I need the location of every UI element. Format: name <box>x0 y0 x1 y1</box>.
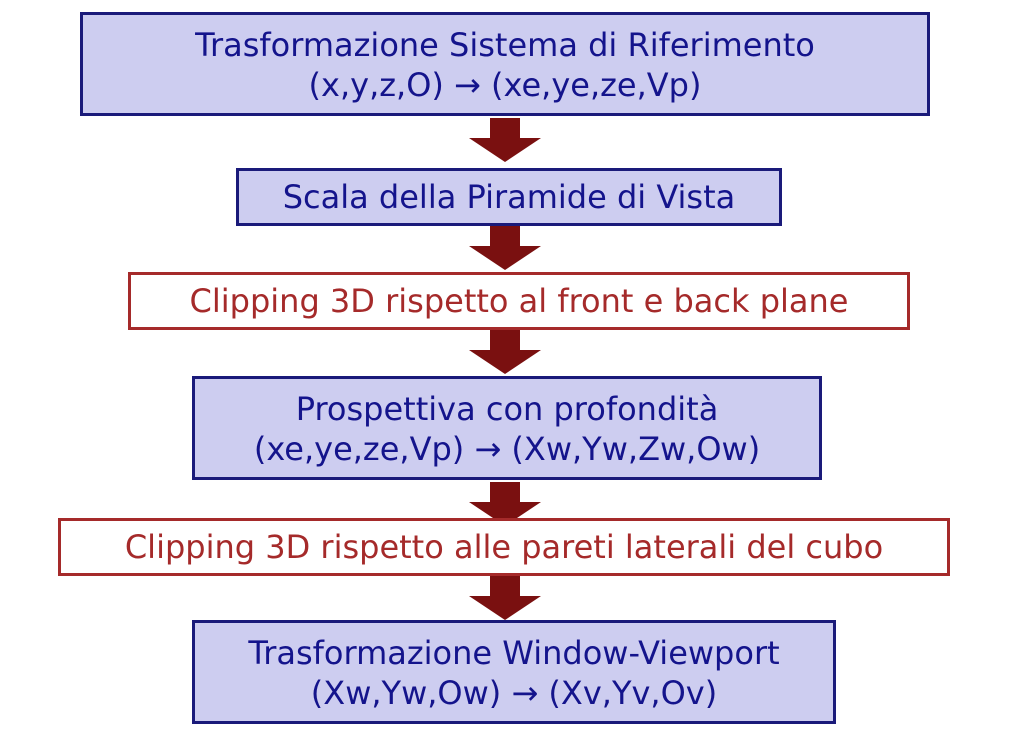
step-5-line-1: Clipping 3D rispetto alle pareti lateral… <box>124 528 884 566</box>
step-box-3: Clipping 3D rispetto al front e back pla… <box>128 272 910 330</box>
step-6-line-1: Trasformazione Window-Viewport <box>248 634 780 672</box>
step-4-line-2: (xe,ye,ze,Vp) → (Xw,Yw,Zw,Ow) <box>253 430 761 468</box>
step-box-4: Prospettiva con profondità (xe,ye,ze,Vp)… <box>192 376 822 480</box>
step-1-line-2: (x,y,z,O) → (xe,ye,ze,Vp) <box>308 66 702 104</box>
step-6-line-2: (Xw,Yw,Ow) → (Xv,Yv,Ov) <box>310 674 718 712</box>
step-1-line-1: Trasformazione Sistema di Riferimento <box>195 26 815 64</box>
arrow-2 <box>469 226 541 270</box>
step-box-6: Trasformazione Window-Viewport (Xw,Yw,Ow… <box>192 620 836 724</box>
arrow-4 <box>469 482 541 526</box>
arrow-1 <box>469 118 541 162</box>
step-3-line-1: Clipping 3D rispetto al front e back pla… <box>189 282 849 320</box>
step-box-5: Clipping 3D rispetto alle pareti lateral… <box>58 518 950 576</box>
step-box-1: Trasformazione Sistema di Riferimento (x… <box>80 12 930 116</box>
step-2-line-1: Scala della Piramide di Vista <box>282 178 736 216</box>
step-4-line-1: Prospettiva con profondità <box>295 390 719 428</box>
step-box-2: Scala della Piramide di Vista <box>236 168 782 226</box>
arrow-5 <box>469 576 541 620</box>
arrow-3 <box>469 330 541 374</box>
